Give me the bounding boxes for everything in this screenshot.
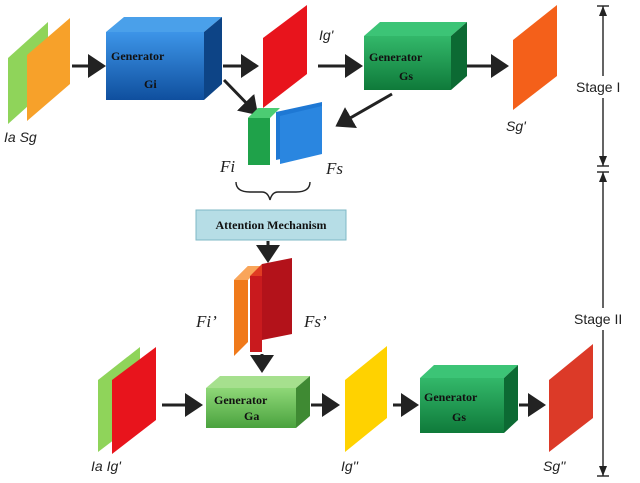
label-fi: Fi [219,157,235,176]
gi-title: Generator [111,49,165,63]
label-fs-prime: Fs’ [303,312,327,331]
feature-fs [276,102,322,164]
label-ia-ig-prime: Ia Ig' [91,458,122,474]
feature-brace [235,181,311,201]
ig-double-prime-plane [345,346,387,452]
stage-2-label: Stage II [574,311,622,327]
gs1-title: Generator [369,50,423,64]
label-ia-sg: Ia Sg [4,129,37,145]
sg-double-prime-plane [549,344,593,452]
label-ig-prime: Ig' [319,27,335,43]
feature-fs-prime [250,258,292,352]
attention-mechanism: Attention Mechanism [195,209,347,241]
stage-1-label: Stage I [576,79,620,95]
gs1-name: Gs [399,69,413,83]
ga-title: Generator [214,393,268,407]
gs2-name: Gs [452,410,466,424]
gi-name: Gi [144,77,157,91]
label-fs: Fs [325,159,343,178]
generator-gs-stage1: Generator Gs [364,22,467,90]
arrow-gi-to-fi [222,78,259,116]
feature-fi-prime [234,266,262,356]
generator-gs-stage2: Generator Gs [420,365,518,433]
generator-ga: Generator Ga [206,376,310,428]
feature-fi [248,108,280,165]
arrow-gs-to-fs [335,92,393,128]
label-ig-double-prime: Ig'' [341,458,359,474]
ig-prime-plane [263,5,307,108]
generator-gi: Generator Gi [106,17,222,100]
gs2-title: Generator [424,390,478,404]
ig-prime-input-plane [112,347,156,454]
label-fi-prime: Fi’ [195,312,217,331]
label-sg-prime: Sg' [506,118,527,134]
sg-prime-plane [513,5,557,110]
attention-label: Attention Mechanism [216,218,327,232]
sg-plane [27,18,70,121]
ga-name: Ga [244,409,259,423]
label-sg-double-prime: Sg'' [543,458,567,474]
